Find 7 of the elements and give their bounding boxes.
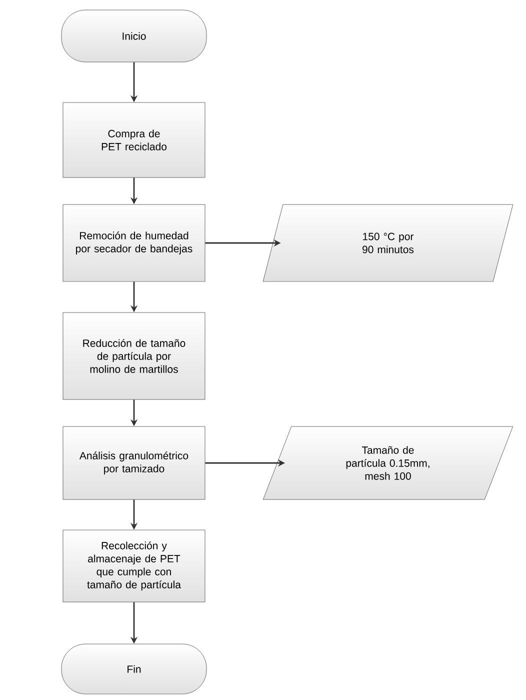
data-parallelogram: Tamaño de partícula 0.15mm, mesh 100 — [262, 426, 514, 500]
process-box: Compra de PET reciclado — [62, 102, 206, 178]
process-box: Recolección y almacenaje de PET que cumple con tamaño de partícula — [62, 530, 206, 602]
process-box: Reducción de tamaño de partícula por molino de martillos — [62, 312, 206, 400]
process-box: Remoción de humedad por secador de bandejas — [62, 204, 206, 282]
process-box: Análisis granulométrico por tamizado — [62, 426, 206, 500]
data-parallelogram: 150 °C por 90 minutos — [262, 204, 514, 282]
